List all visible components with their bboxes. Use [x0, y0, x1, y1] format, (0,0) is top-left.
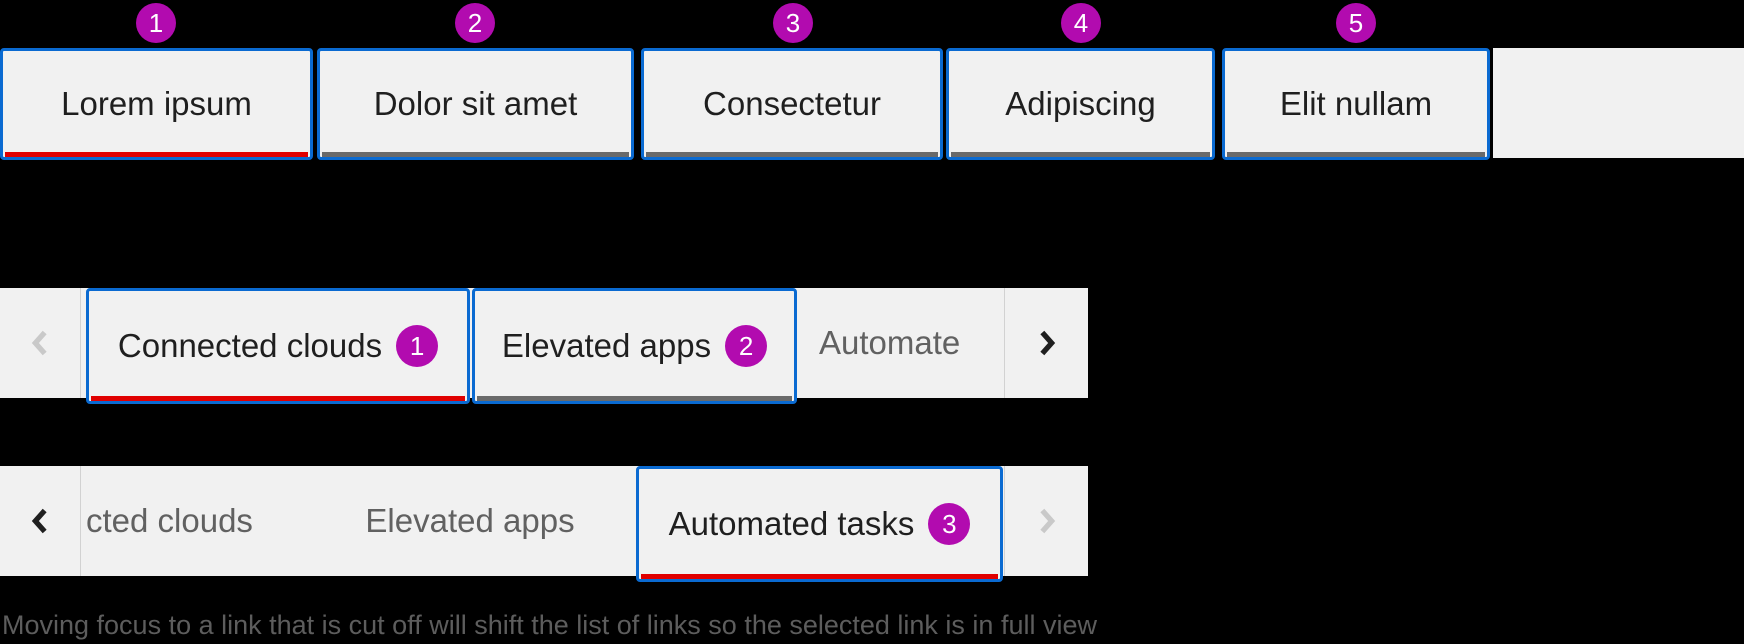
scroll-right-button[interactable] [1004, 288, 1088, 398]
tab-adipiscing[interactable]: Adipiscing [946, 48, 1215, 160]
tab-automated-tasks-cut-off[interactable]: Automate [797, 288, 1003, 398]
tab-lorem-ipsum[interactable]: Lorem ipsum [0, 48, 313, 160]
scrollable-tab-bar-overflow-left: cted clouds Elevated apps Automated task… [0, 466, 1088, 582]
annotation-badge-3: 3 [928, 503, 971, 545]
chevron-right-icon [1039, 508, 1055, 534]
tab-elit-nullam[interactable]: Elit nullam [1222, 48, 1490, 160]
inactive-underline [322, 152, 629, 157]
tab-label: Elevated apps [501, 327, 712, 364]
tab-label: Lorem ipsum [61, 85, 252, 122]
tab-connected-clouds[interactable]: Connected clouds 1 [86, 288, 470, 404]
annotation-badge-1: 1 [396, 325, 439, 367]
tab-dolor-sit-amet[interactable]: Dolor sit amet [317, 48, 634, 160]
tab-label: Dolor sit amet [373, 85, 578, 122]
annotation-badge-2: 2 [455, 3, 495, 43]
inactive-underline [477, 396, 792, 401]
tab-label: Elit nullam [1279, 85, 1433, 122]
annotation-badge-5: 5 [1336, 3, 1376, 43]
inactive-underline [951, 152, 1210, 157]
tab-label: Automate [819, 324, 961, 361]
scroll-left-button[interactable] [0, 466, 81, 576]
tab-automated-tasks[interactable]: Automated tasks 3 [636, 466, 1003, 582]
chevron-right-icon [1039, 330, 1055, 356]
scroll-left-button[interactable] [0, 288, 81, 398]
annotation-badge-2: 2 [725, 325, 768, 367]
chevron-left-icon [31, 508, 47, 534]
tab-label: cted clouds [86, 502, 253, 539]
tab-label: Automated tasks [668, 505, 915, 542]
tab-label: Adipiscing [1005, 85, 1156, 122]
tab-label: Elevated apps [365, 502, 575, 539]
inactive-underline [1227, 152, 1485, 157]
annotation-badge-3: 3 [773, 3, 813, 43]
selected-underline [5, 152, 308, 157]
tab-elevated-apps[interactable]: Elevated apps 2 [472, 288, 797, 404]
tab-elevated-apps[interactable]: Elevated apps [340, 466, 600, 576]
scroll-right-button[interactable] [1004, 466, 1088, 576]
tab-consectetur[interactable]: Consectetur [641, 48, 943, 160]
annotation-badge-1: 1 [136, 3, 176, 43]
inactive-underline [646, 152, 938, 157]
figure-caption: Moving focus to a link that is cut off w… [2, 610, 1097, 640]
scrollable-tab-bar-overflow-right: Connected clouds 1 Elevated apps 2 Autom… [0, 288, 1088, 404]
chevron-left-icon [31, 330, 47, 356]
annotation-badge-4: 4 [1061, 3, 1101, 43]
selected-underline [91, 396, 465, 401]
selected-underline [641, 574, 998, 579]
tab-bar-filler [1493, 48, 1744, 158]
tab-label: Connected clouds [117, 327, 383, 364]
tab-connected-clouds-cut-off[interactable]: cted clouds [86, 466, 376, 576]
tab-label: Consectetur [703, 85, 881, 122]
